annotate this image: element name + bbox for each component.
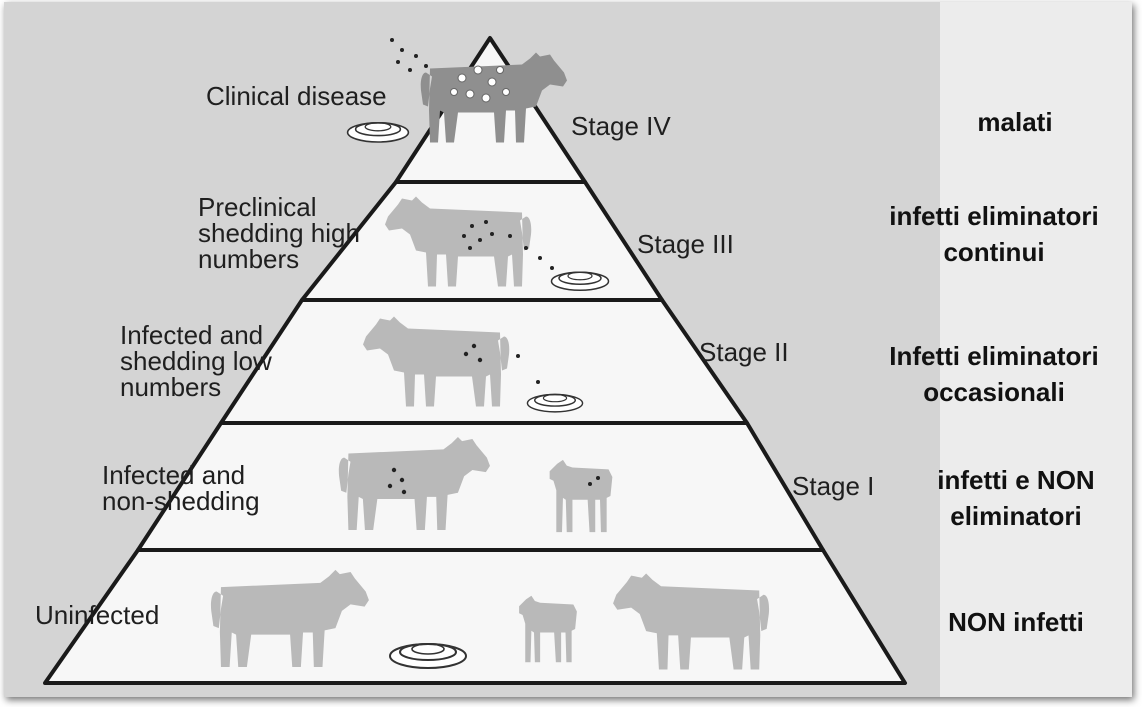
tier-uninfected [45, 550, 905, 683]
dung-icon [390, 644, 466, 668]
stage-label-iii: Stage III [637, 230, 734, 258]
italian-label-eliminatori-occasionali: Infetti eliminatori occasionali [846, 338, 1142, 410]
tier-label-clinical: Clinical disease [206, 83, 387, 109]
tier-label-uninfected: Uninfected [35, 602, 159, 628]
tier-label-low-shedding: Infected and shedding low numbers [120, 322, 272, 400]
dung-icon [552, 272, 609, 290]
shedding-dots-icon [390, 38, 428, 72]
italian-label-non-eliminatori: infetti e NON eliminatori [896, 462, 1136, 534]
italian-label-malati: malati [900, 104, 1130, 140]
dung-icon [348, 123, 409, 142]
tier-label-non-shedding: Infected and non-shedding [102, 462, 260, 514]
italian-label-eliminatori-continui: infetti eliminatori continui [846, 198, 1142, 270]
tier-label-preclinical: Preclinical shedding high numbers [198, 194, 360, 272]
italian-label-non-infetti: NON infetti [900, 604, 1132, 640]
stage-label-i: Stage I [792, 472, 874, 500]
dung-icon [527, 394, 582, 411]
stage-label-iv: Stage IV [571, 112, 671, 140]
stage-label-ii: Stage II [699, 338, 789, 366]
